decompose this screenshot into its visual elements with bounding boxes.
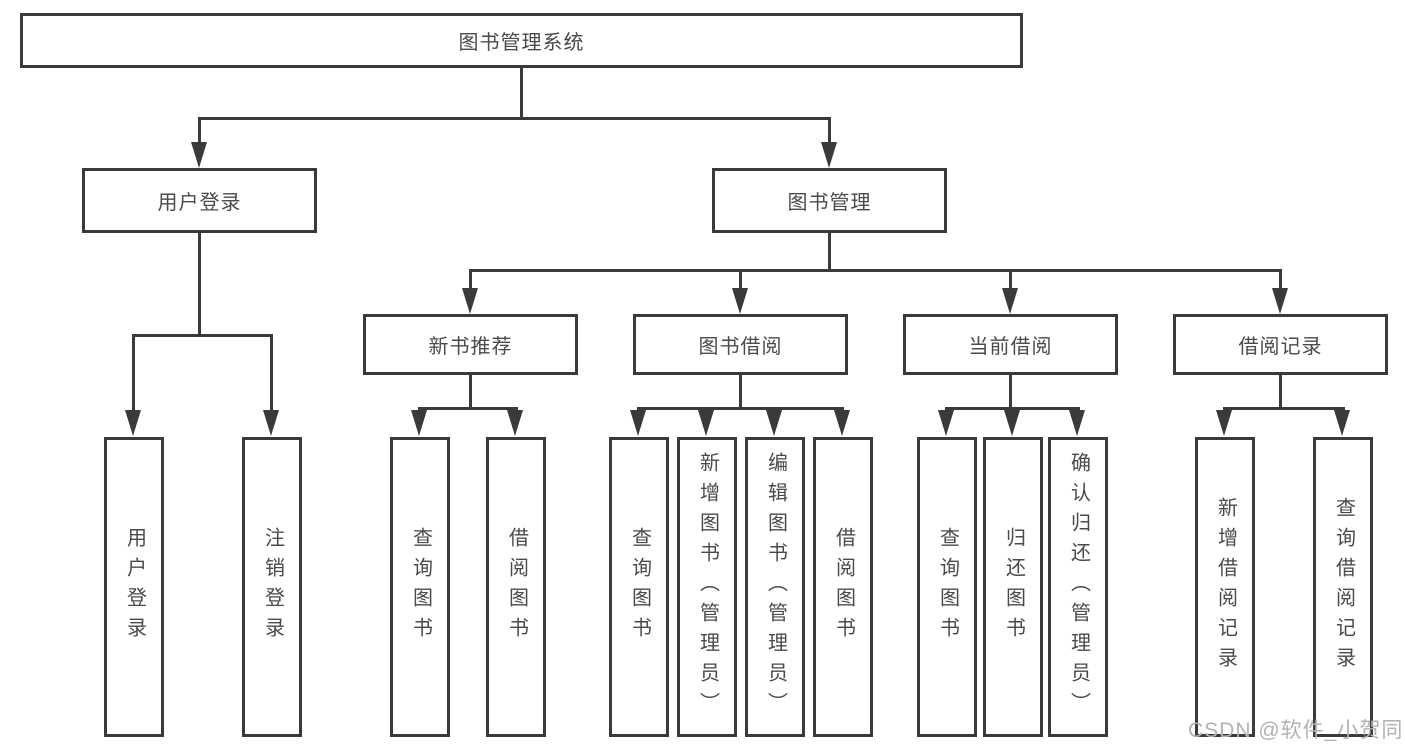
node-label: 用户登录 [123, 527, 146, 647]
arrowhead-icon [821, 142, 837, 168]
connector-line [1009, 269, 1012, 290]
connector-line [1279, 375, 1282, 410]
arrowhead-icon [732, 288, 748, 314]
arrowhead-icon [1069, 410, 1085, 436]
arrowhead-icon [462, 288, 478, 314]
arrowhead-icon [1002, 288, 1018, 314]
arrowhead-icon [938, 410, 954, 436]
connector-line [828, 233, 831, 272]
node-book-borrowing: 图书借阅 [633, 314, 848, 375]
node-new-book-recommend: 新书推荐 [363, 314, 578, 375]
arrowhead-icon [1272, 288, 1288, 314]
connector-line [132, 334, 135, 412]
arrowhead-icon [1334, 410, 1350, 436]
node-label: 图书借阅 [698, 336, 783, 358]
connector-line [945, 407, 1080, 410]
connector-line [198, 233, 201, 337]
arrowhead-icon [1004, 410, 1020, 436]
arrowhead-icon [263, 410, 279, 436]
connector-line [739, 269, 742, 290]
connector-line [418, 407, 518, 410]
connector-line [469, 269, 472, 290]
connector-line [270, 334, 273, 412]
arrowhead-icon [766, 410, 782, 436]
node-borrowing-records: 借阅记录 [1173, 314, 1388, 375]
arrowhead-icon [125, 410, 141, 436]
arrowhead-icon [834, 410, 850, 436]
connector-line [198, 117, 831, 120]
arrowhead-icon [698, 410, 714, 436]
leaf-borrow-books-borrow: 借阅图书 [813, 437, 873, 737]
node-label: 查询图书 [936, 527, 959, 647]
connector-line [739, 375, 742, 410]
arrowhead-icon [191, 142, 207, 168]
node-label: 新书推荐 [428, 336, 513, 358]
node-label: 查询借阅记录 [1332, 497, 1355, 677]
node-book-management: 图书管理 [712, 168, 947, 233]
leaf-query-books-newbook: 查询图书 [390, 437, 450, 737]
connector-line [198, 117, 201, 144]
node-label: 注销登录 [261, 527, 284, 647]
leaf-confirm-return-admin: 确认归还（管理员） [1048, 437, 1108, 737]
leaf-borrow-books-newbook: 借阅图书 [486, 437, 546, 737]
node-label: 借阅图书 [505, 527, 528, 647]
node-label: 借阅记录 [1238, 336, 1323, 358]
connector-line [132, 334, 273, 337]
node-label: 归还图书 [1002, 527, 1025, 647]
connector-line [469, 375, 472, 410]
node-label: 当前借阅 [968, 336, 1053, 358]
connector-line [637, 407, 844, 410]
leaf-add-borrow-record: 新增借阅记录 [1195, 437, 1255, 737]
node-label: 图书管理系统 [458, 32, 585, 54]
node-label: 查询图书 [628, 527, 651, 647]
leaf-query-borrow-record: 查询借阅记录 [1313, 437, 1373, 737]
node-label: 新增图书（管理员） [696, 452, 719, 722]
node-label: 编辑图书（管理员） [764, 452, 787, 722]
connector-line [469, 269, 1282, 272]
node-label: 借阅图书 [832, 527, 855, 647]
arrowhead-icon [507, 410, 523, 436]
leaf-add-book-admin: 新增图书（管理员） [677, 437, 737, 737]
connector-line [828, 117, 831, 144]
connector-line [520, 68, 523, 120]
node-label: 确认归还（管理员） [1067, 452, 1090, 722]
connector-line [1223, 407, 1345, 410]
leaf-query-books-borrow: 查询图书 [609, 437, 669, 737]
node-label: 用户登录 [157, 192, 242, 214]
leaf-user-login: 用户登录 [104, 437, 164, 737]
arrowhead-icon [411, 410, 427, 436]
node-label: 查询图书 [409, 527, 432, 647]
node-label: 图书管理 [787, 192, 872, 214]
csdn-watermark: CSDN @软件_小贺同学 [1188, 719, 1404, 742]
node-user-login: 用户登录 [82, 168, 317, 233]
connector-line [1279, 269, 1282, 290]
node-current-borrowing: 当前借阅 [903, 314, 1118, 375]
leaf-return-books: 归还图书 [983, 437, 1043, 737]
node-library-management-system: 图书管理系统 [20, 13, 1023, 68]
connector-line [1009, 375, 1012, 410]
leaf-edit-book-admin: 编辑图书（管理员） [745, 437, 805, 737]
arrowhead-icon [630, 410, 646, 436]
arrowhead-icon [1216, 410, 1232, 436]
node-label: 新增借阅记录 [1214, 497, 1237, 677]
leaf-logout: 注销登录 [242, 437, 302, 737]
leaf-query-books-current: 查询图书 [917, 437, 977, 737]
